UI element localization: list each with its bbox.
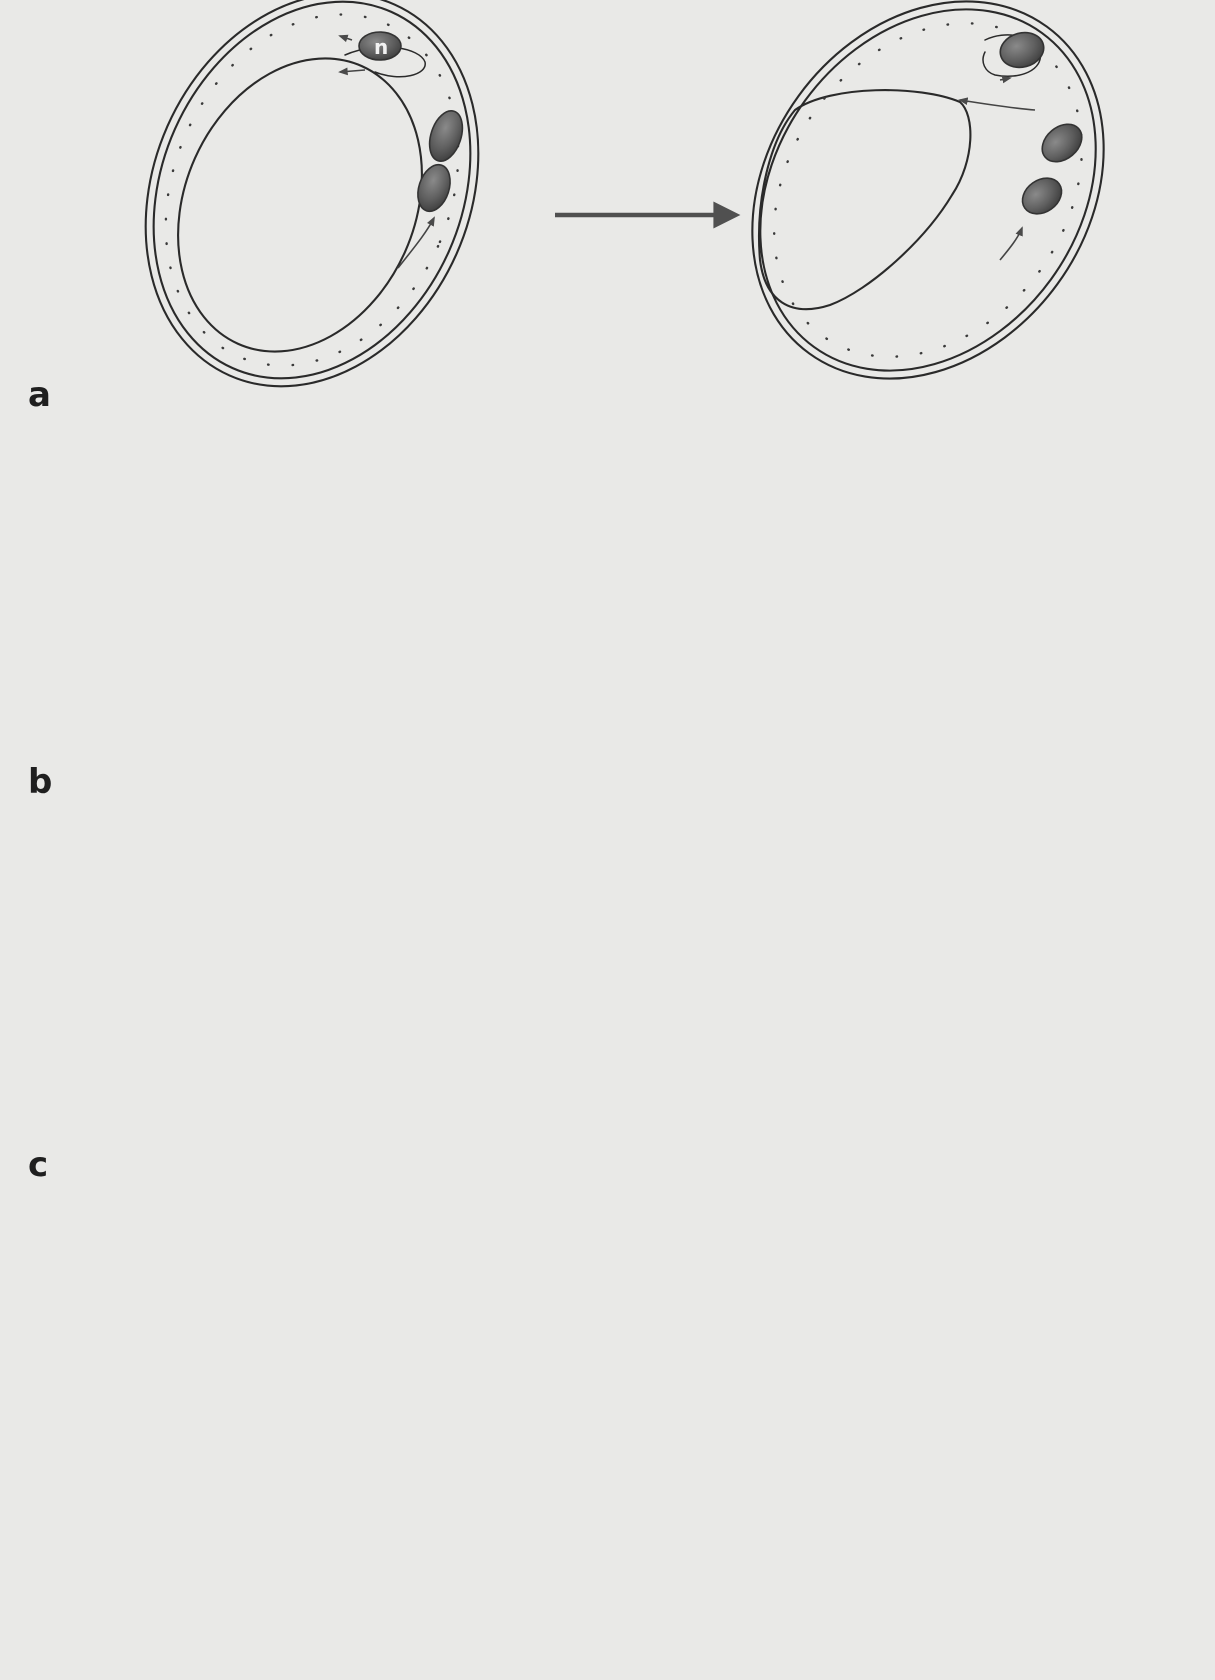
panel-a: n: [85, 0, 1176, 447]
cell-wall-inner: [691, 0, 1165, 436]
cytoplasm-flow-arrow: [1000, 78, 1010, 80]
cytoplasm-flow-arrow: [1000, 228, 1022, 260]
cytoplasm-flow-arrow: [398, 218, 434, 268]
cytoplasm-dots: [112, 0, 512, 412]
cytoplasm-flow-arrow: [960, 100, 1035, 110]
panel-label-a: a: [28, 378, 51, 412]
cell-a1: n: [85, 0, 539, 440]
plastid: [1016, 171, 1069, 221]
cytoplasm-flow-arrow: [340, 70, 365, 72]
cytoplasm-flow-arrow: [340, 36, 352, 40]
nucleus-label: n: [374, 35, 388, 59]
panel-label-b: b: [28, 765, 52, 799]
cell-wall-inner: [96, 0, 529, 429]
plastid: [424, 107, 469, 166]
vacuole: [133, 19, 467, 390]
plastid: [1035, 117, 1089, 170]
panel-label-c: c: [28, 1148, 48, 1182]
cell-a2: [680, 0, 1176, 447]
cell-wall-outer: [680, 0, 1176, 447]
